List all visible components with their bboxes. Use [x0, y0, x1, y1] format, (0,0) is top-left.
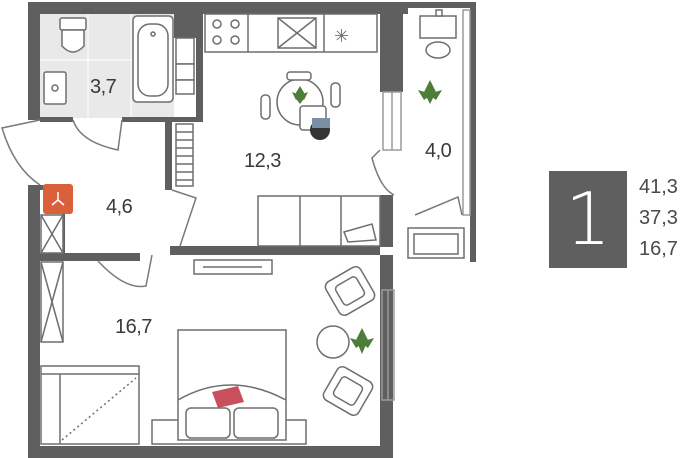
armchair — [322, 365, 374, 417]
rooms-count: 1 — [565, 177, 611, 261]
room-area-hall: 4,6 — [106, 196, 133, 218]
tv-stand — [193, 259, 273, 275]
snowflake-icon: ✳ — [334, 26, 349, 47]
pillow — [212, 386, 244, 408]
balcony-storage — [407, 227, 465, 259]
room-area: 16,7 — [639, 238, 678, 260]
toilet — [59, 17, 87, 53]
flame-icon — [51, 192, 65, 206]
entrance-door — [1, 119, 41, 186]
room-area-bedroom: 16,7 — [115, 316, 152, 338]
room-area-bathroom: 3,7 — [90, 76, 117, 98]
armchair — [324, 265, 376, 317]
plant-icon — [292, 86, 308, 104]
bedroom-door — [97, 254, 153, 288]
area-summary: 41,3 37,3 16,7 — [639, 172, 692, 265]
wardrobe-hall — [40, 214, 64, 254]
person-icon — [299, 105, 330, 140]
window — [381, 9, 471, 401]
bathroom-door — [72, 119, 123, 151]
bathroom-shelf — [175, 37, 195, 95]
sink — [43, 71, 67, 105]
coffee-table — [316, 325, 350, 359]
balcony-door — [371, 149, 395, 196]
kitchen-sink — [277, 17, 317, 49]
bathtub — [132, 15, 174, 103]
bedroom-wardrobe — [40, 261, 64, 343]
radiator — [175, 123, 194, 187]
room-area-kitchen: 12,3 — [244, 150, 281, 172]
plant-icon — [418, 80, 442, 104]
plant-icon — [350, 328, 374, 354]
sofa — [257, 195, 381, 247]
room-area-balcony: 4,0 — [425, 140, 452, 162]
total-area: 41,3 — [639, 176, 678, 198]
rooms-count-badge: 1 — [549, 171, 627, 268]
stove-icon — [212, 19, 240, 45]
bed — [151, 329, 307, 445]
balcony-chair — [419, 9, 457, 59]
living-area: 37,3 — [639, 207, 678, 229]
hall-door — [171, 189, 197, 247]
closet — [40, 365, 140, 445]
balcony-door-2 — [414, 195, 463, 216]
walls — [28, 2, 476, 458]
